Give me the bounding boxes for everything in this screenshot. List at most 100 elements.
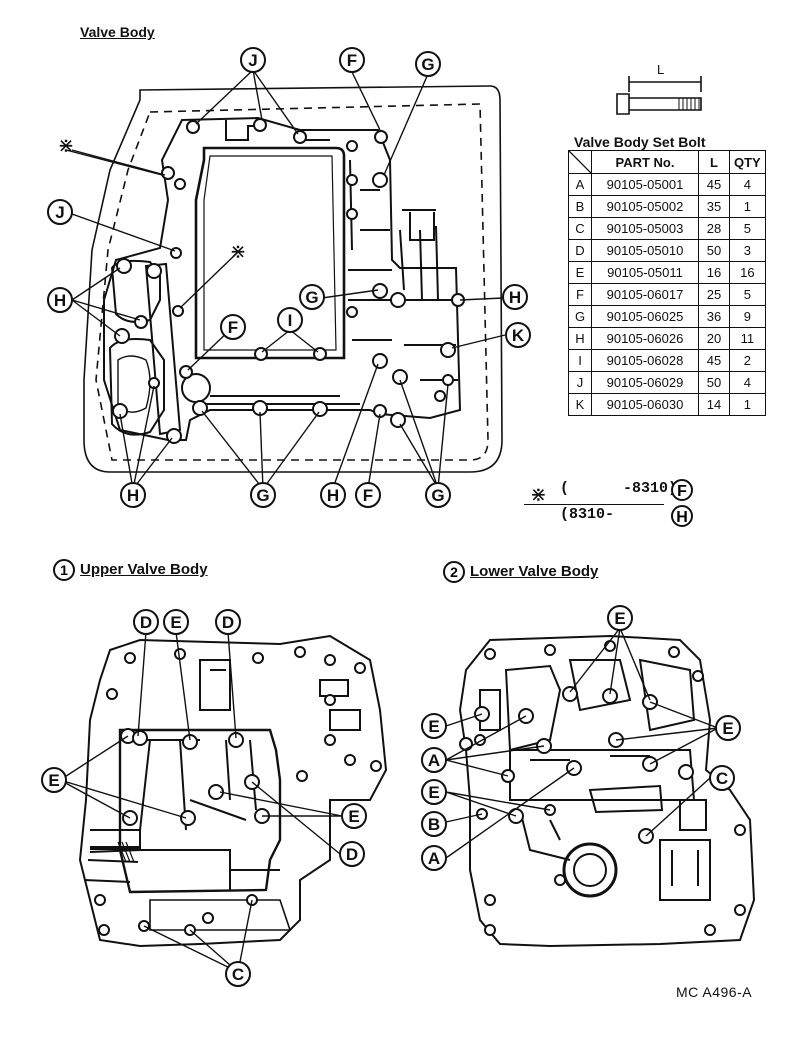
callout-main-12: H	[327, 486, 339, 505]
lower-number: 2	[450, 564, 458, 580]
table-cell: G	[568, 305, 592, 328]
table-cell: 5	[729, 283, 766, 306]
asterisk-marker: ⋇	[58, 135, 75, 157]
callout-upper-5: D	[346, 845, 358, 864]
bolt-icon	[616, 76, 702, 115]
table-cell: E	[568, 261, 592, 284]
table-cell: 2	[729, 349, 766, 372]
callout-lower-1: E	[428, 717, 439, 736]
lower-number-badge: 2	[443, 561, 465, 583]
table-cell: 16	[729, 261, 766, 284]
table-cell: 25	[698, 283, 730, 306]
table-header: L	[698, 150, 730, 174]
note-divider	[524, 504, 664, 505]
callout-upper-0: D	[140, 613, 152, 632]
table-header-row: PART No. L QTY	[568, 150, 766, 174]
callout-lower-3: A	[428, 751, 440, 770]
callout-upper-4: E	[348, 807, 359, 826]
callout-main-1: F	[347, 51, 357, 70]
callout-main-7: G	[305, 288, 318, 307]
table-cell: 45	[698, 173, 730, 196]
callout-main-10: H	[127, 486, 139, 505]
table-cell: 35	[698, 195, 730, 218]
table-cell: 90105-06030	[591, 393, 699, 416]
callout-main-6: F	[228, 318, 238, 337]
table-cell: 20	[698, 327, 730, 350]
callout-main-0: J	[248, 51, 257, 70]
table-cell: 1	[729, 195, 766, 218]
table-cell: 90105-06028	[591, 349, 699, 372]
table-cell: 50	[698, 371, 730, 394]
callout-lower-2: E	[722, 719, 733, 738]
callout-upper-2: D	[222, 613, 234, 632]
callout-main-13: F	[363, 486, 373, 505]
bolt-length-label: L	[657, 62, 665, 77]
table-header	[568, 150, 592, 174]
callout-upper-3: E	[48, 771, 59, 790]
table-cell: 11	[729, 327, 766, 350]
main-title: Valve Body	[80, 24, 155, 40]
table-cell: 90105-05010	[591, 239, 699, 262]
callout-lower-5: B	[428, 815, 440, 834]
table-cell: J	[568, 371, 592, 394]
lower-valve-body-drawing: E E E A E B A C	[421, 605, 756, 948]
main-callouts	[47, 47, 531, 508]
table-cell: 90105-05011	[591, 261, 699, 284]
table-cell: 1	[729, 393, 766, 416]
table-cell: 9	[729, 305, 766, 328]
table-cell: 90105-05002	[591, 195, 699, 218]
table-title: Valve Body Set Bolt	[574, 134, 706, 150]
table-cell: 90105-05003	[591, 217, 699, 240]
table-cell: I	[568, 349, 592, 372]
note-letter-h: H	[676, 509, 688, 526]
table-cell: 45	[698, 349, 730, 372]
table-header: PART No.	[591, 150, 699, 174]
callout-lower-6: A	[428, 849, 440, 868]
callout-main-9: K	[512, 326, 525, 345]
callout-main-5: I	[288, 311, 293, 330]
asterisk-marker: ⋇	[530, 484, 547, 506]
callout-main-11: G	[256, 486, 269, 505]
table-header: QTY	[729, 150, 766, 174]
table-cell: H	[568, 327, 592, 350]
callout-lower-7: C	[716, 769, 728, 788]
table-cell: B	[568, 195, 592, 218]
table-cell: F	[568, 283, 592, 306]
callout-main-8: H	[509, 288, 521, 307]
table-cell: 5	[729, 217, 766, 240]
note-range-2: (8310- )	[560, 506, 687, 523]
note-letter-f: F	[677, 483, 687, 500]
table-cell: 14	[698, 393, 730, 416]
valve-body-drawing: J F G J H I F G H K H G H F G ⋇ ⋇	[47, 47, 531, 508]
table-cell: 90105-05001	[591, 173, 699, 196]
table-cell: 50	[698, 239, 730, 262]
figure-id: MC A496-A	[676, 984, 753, 1000]
upper-valve-body-drawing: D E D E E D C	[41, 609, 388, 987]
table-cell: D	[568, 239, 592, 262]
table-cell: 4	[729, 173, 766, 196]
table-cell: 90105-06026	[591, 327, 699, 350]
table-cell: C	[568, 217, 592, 240]
table-cell: 3	[729, 239, 766, 262]
table-cell: 4	[729, 371, 766, 394]
table-cell: K	[568, 393, 592, 416]
table-cell: 90105-06025	[591, 305, 699, 328]
upper-number-badge: 1	[53, 559, 75, 581]
table-cell: 16	[698, 261, 730, 284]
callout-main-2: G	[421, 55, 434, 74]
callout-main-14: G	[431, 486, 444, 505]
table-cell: 28	[698, 217, 730, 240]
upper-number: 1	[60, 562, 68, 578]
callout-lower-4: E	[428, 783, 439, 802]
